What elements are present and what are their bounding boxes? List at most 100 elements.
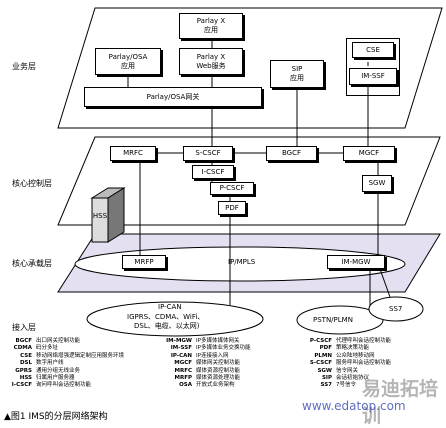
legend-value: IP多媒体媒体网关 (196, 338, 240, 344)
parlayx-app-box: Parlay X 应用 (179, 13, 243, 39)
parlayx-app-line1: Parlay X (196, 17, 226, 25)
legend-key: S-CSCF (309, 360, 332, 367)
parlay-osa-app-box: Parlay/OSA 应用 (95, 48, 161, 75)
parlayx-web-box: Parlay X Web服务 (179, 48, 243, 75)
legend-key: HSS (19, 375, 32, 382)
mgcf-box: MGCF (343, 146, 395, 161)
parlayx-app-line2: 应用 (204, 26, 218, 34)
legend-key: BGCF (15, 338, 33, 344)
legend-value: IP连接接入网 (196, 352, 229, 359)
legend-key: PDF (319, 345, 332, 352)
legend-row: DSL 数字用户线 (6, 360, 124, 367)
pstn-plmn-label: PSTN/PLMN (313, 316, 353, 324)
parlay-osa-gateway-box: Parlay/OSA网关 (84, 87, 262, 107)
mrfc-box: MRFC (110, 146, 156, 161)
layer-label-bearer: 核心承载层 (12, 259, 52, 268)
legend-row: PDF 策略决策功能 (302, 345, 391, 352)
legend-value: 信令网关 (336, 367, 359, 374)
legend-column-2: IM-MGW IP多媒体媒体网关 IM-SSF IP多媒体业务交换功能 IP-CAN… (160, 338, 250, 390)
legend-value: 归属用户服务器 (36, 375, 75, 382)
legend-row: IM-SSF IP多媒体业务交换功能 (160, 345, 251, 352)
legend-row: MGCF 媒体网关控制功能 (160, 360, 250, 367)
legend-value: 开放式业务架构 (196, 382, 235, 389)
figure-caption: ▲图1 IMS的分层网络架构 (4, 412, 108, 422)
legend-value: 数字用户线 (36, 360, 64, 367)
access-types-line1: IGPRS、CDMA、WiFi、 (127, 313, 205, 321)
legend-row: IM-MGW IP多媒体媒体网关 (160, 338, 250, 345)
legend-key: P-CSCF (309, 338, 332, 344)
hss-label: HSS (92, 212, 108, 220)
legend-column-3: P-CSCF 代理呼叫会话控制功能 PDF 策略决策功能 PLMN 公众陆地移动网 S… (302, 338, 391, 390)
im-ssf-box: IM-SSF (349, 68, 397, 85)
legend-value: 会话初始协议 (336, 375, 370, 382)
sgw-box: SGW (362, 175, 392, 192)
legend-row: SIP 会话初始协议 (302, 375, 391, 382)
watermark-brand: 易迪拓培训 (362, 378, 439, 427)
legend-key: SIP (321, 375, 332, 382)
hss-block (90, 187, 126, 243)
legend-value: IP多媒体业务交换功能 (196, 345, 251, 352)
layer-label-access: 接入层 (12, 323, 36, 332)
legend-value: 媒体网关控制功能 (196, 360, 241, 367)
parlay-osa-app-line1: Parlay/OSA (108, 52, 148, 61)
parlay-osa-app-line2: 应用 (121, 61, 135, 70)
parlayx-web-line2: Web服务 (196, 61, 226, 70)
sip-app-line2: 应用 (290, 74, 304, 82)
legend-key: MGCF (174, 360, 192, 367)
legend-key: MRFC (174, 367, 192, 374)
legend-row: HSS 归属用户服务器 (6, 375, 124, 382)
legend-key: CDMA (13, 345, 32, 352)
ss7-label: SS7 (389, 305, 403, 313)
i-cscf-box: I-CSCF (192, 165, 234, 179)
legend-value: 策略决策功能 (336, 345, 370, 352)
cse-group-frame (346, 38, 400, 96)
legend-key: MRFP (174, 375, 193, 382)
legend-value: 代理呼叫会话控制功能 (336, 338, 392, 344)
legend-key: PLMN (314, 352, 332, 359)
ip-can-ellipse (86, 301, 264, 337)
sip-app-box: SIP 应用 (270, 60, 324, 88)
legend-row: IP-CAN IP连接接入网 (160, 353, 250, 360)
ip-mpls-label: IP/MPLS (228, 258, 256, 266)
legend-value: 询问呼叫会话控制功能 (36, 382, 92, 389)
legend-value: 服务呼叫会话控制功能 (336, 360, 392, 367)
legend-key: OSA (179, 382, 192, 389)
legend-row: PLMN 公众陆地移动网 (302, 353, 391, 360)
bgcf-box: BGCF (266, 146, 317, 161)
cse-box: CSE (352, 42, 394, 58)
legend-row: OSA 开放式业务架构 (160, 382, 250, 389)
legend-row: MRFC 媒体资源控制功能 (160, 368, 250, 375)
legend-value: 媒体资源控制功能 (196, 367, 241, 374)
legend-value: 7号信令 (336, 382, 356, 389)
legend-row: SS7 7号信令 (302, 382, 391, 389)
legend-key: IM-MGW (166, 338, 192, 344)
legend-key: SS7 (320, 382, 332, 389)
ss7-ellipse (368, 296, 424, 322)
watermark-url: www.edatop.com (302, 399, 406, 413)
sip-app-line1: SIP (291, 65, 303, 73)
legend-row: S-CSCF 服务呼叫会话控制功能 (302, 360, 391, 367)
legend-key: CSE (20, 352, 32, 359)
legend-key: IP-CAN (170, 352, 192, 359)
layer-label-service: 业务层 (12, 62, 36, 71)
access-types-line2: DSL、电缆、以太网) (134, 322, 200, 330)
legend-row: GPRS 通用分组无线业务 (6, 368, 124, 375)
legend-key: IM-SSF (170, 345, 192, 352)
im-mgw-box: IM-MGW (327, 255, 385, 269)
parlayx-web-line1: Parlay X (196, 52, 226, 61)
legend-key: DSL (19, 360, 32, 367)
legend-row: CDMA 码分多址 (6, 345, 124, 352)
s-cscf-box: S-CSCF (183, 146, 233, 161)
legend-value: 通用分组无线业务 (36, 367, 81, 374)
mrfp-box: MRFP (122, 255, 166, 269)
legend-value: 出口网关控制功能 (36, 338, 81, 344)
pdf-box: PDF (218, 201, 246, 215)
legend-key: SGW (317, 367, 332, 374)
legend-value: 公众陆地移动网 (336, 352, 375, 359)
legend-key: GPRS (15, 367, 32, 374)
legend-value: 码分多址 (36, 345, 59, 352)
